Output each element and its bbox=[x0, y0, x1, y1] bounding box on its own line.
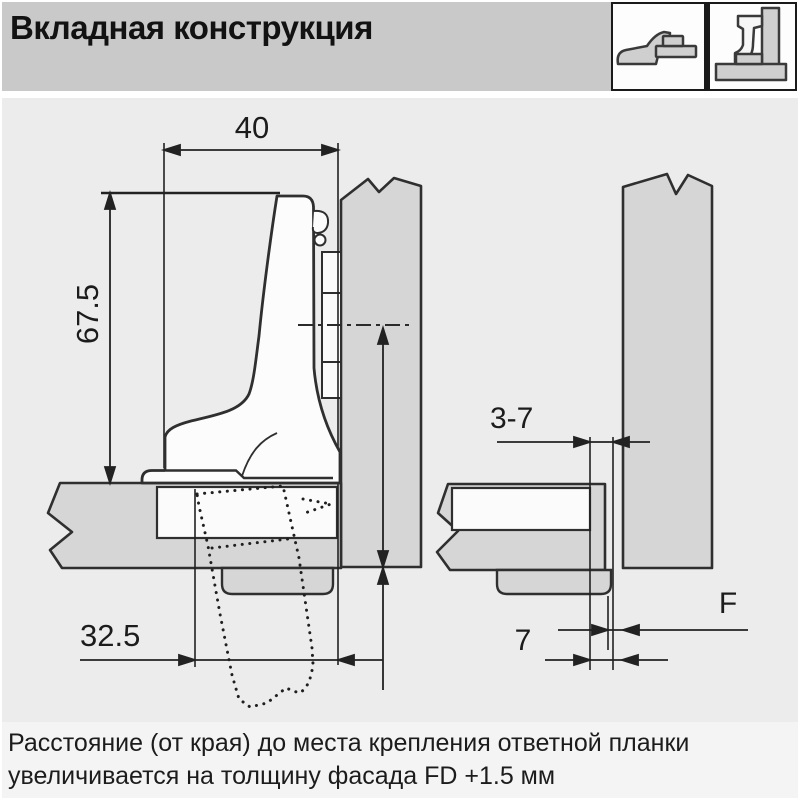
dim-32-5-label: 32.5 bbox=[80, 618, 141, 653]
hinge-mounted-90deg-icon bbox=[708, 2, 797, 91]
mounting-plate-right bbox=[495, 568, 613, 596]
cabinet-side-panel-right bbox=[621, 172, 714, 570]
dim-67-5 bbox=[101, 189, 280, 487]
dim-40-label: 40 bbox=[234, 110, 270, 145]
open-door-hidden-outline bbox=[195, 484, 337, 709]
cup-drilling-cavity-right bbox=[450, 486, 592, 532]
dim-3-7-label: 3-7 bbox=[490, 402, 534, 435]
dim-32-5 bbox=[80, 653, 383, 667]
hinge-screw-boss bbox=[311, 209, 330, 247]
footnote-panel bbox=[2, 722, 798, 798]
footnote-line-1: Расстояние (от края) до места крепления … bbox=[8, 729, 690, 757]
footnote-line-2: увеличивается на толщину фасада FD +1.5 … bbox=[8, 762, 556, 790]
hinge-cup-step-line bbox=[166, 469, 333, 480]
extension-lines bbox=[163, 143, 614, 670]
mounting-plate-left bbox=[220, 566, 335, 596]
hinge-cup-joint-line bbox=[241, 432, 278, 477]
dim-7-label: 7 bbox=[514, 624, 532, 657]
cup-drilling-cavity bbox=[155, 485, 339, 540]
page-title: Вкладная конструкция bbox=[10, 9, 373, 46]
hinge-open-flat-icon bbox=[611, 2, 708, 91]
dim-40 bbox=[160, 143, 342, 157]
dim-3-7 bbox=[497, 435, 650, 449]
cabinet-side-panel-left bbox=[339, 176, 423, 569]
dim-67-5-label: 67.5 bbox=[70, 283, 105, 345]
dim-vertical-reference bbox=[376, 324, 390, 690]
dim-f-label: F bbox=[718, 587, 738, 620]
dim-f bbox=[558, 623, 748, 637]
hinge-arm-body bbox=[140, 194, 342, 485]
dim-7 bbox=[545, 653, 668, 667]
